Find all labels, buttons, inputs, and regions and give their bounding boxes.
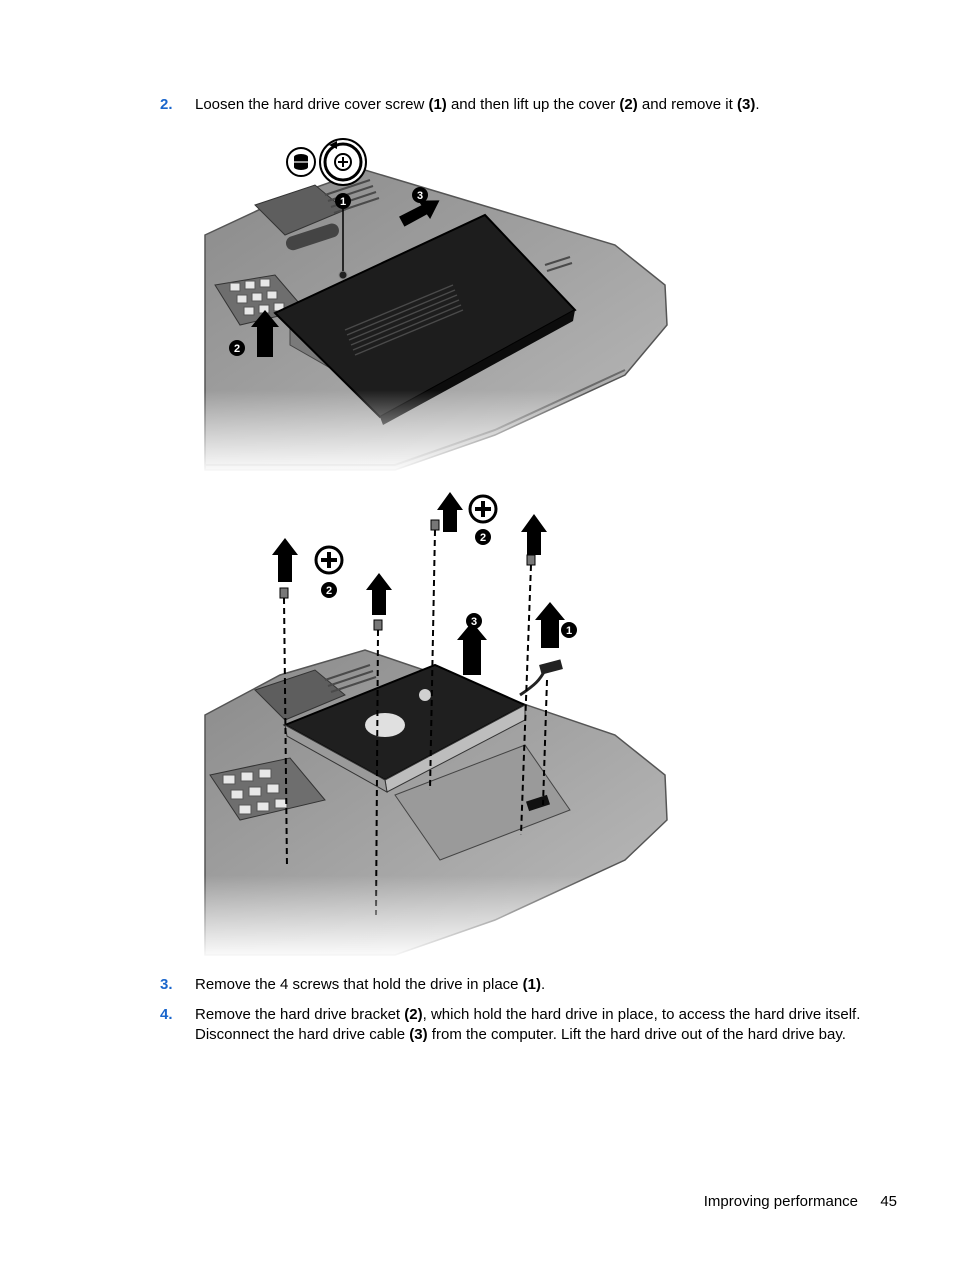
footer-section-title: Improving performance (703, 1193, 858, 1210)
step-text: Remove the 4 screws that hold the drive … (195, 975, 875, 995)
text-run: Remove the hard drive bracket (195, 1006, 405, 1023)
text-run: and remove it (637, 96, 737, 113)
text-run: Remove the 4 screws that hold the drive … (195, 976, 523, 993)
callout-reference: (2) (619, 96, 638, 113)
text-run: from the computer. Lift the hard drive o… (427, 1026, 846, 1043)
text-run: Loosen the hard drive cover screw (195, 96, 429, 113)
page-footer: Improving performance 45 (0, 1192, 954, 1212)
callout-reference: (1) (522, 976, 542, 993)
text-run: . (755, 96, 760, 113)
page-number: 45 (880, 1193, 897, 1210)
step-text: Remove the hard drive bracket (2), which… (195, 1005, 875, 1045)
text-run: . (541, 976, 546, 993)
callout-reference: (2) (404, 1006, 423, 1023)
step-number: 4. (160, 1006, 173, 1023)
cover-removal-illustration: 1 2 3 (195, 135, 675, 475)
step-number: 2. (160, 96, 173, 113)
text-run: and then lift up the cover (446, 96, 620, 113)
hard-drive-removal-illustration: 1 2 2 3 (195, 490, 675, 960)
callout-reference: (3) (736, 96, 756, 113)
step-number: 3. (160, 976, 173, 993)
callout-reference: (1) (428, 96, 447, 113)
step-text: Loosen the hard drive cover screw (1) an… (195, 95, 875, 115)
text-run: , which hold the hard drive in place, to… (195, 1006, 861, 1043)
callout-reference: (3) (409, 1026, 428, 1043)
